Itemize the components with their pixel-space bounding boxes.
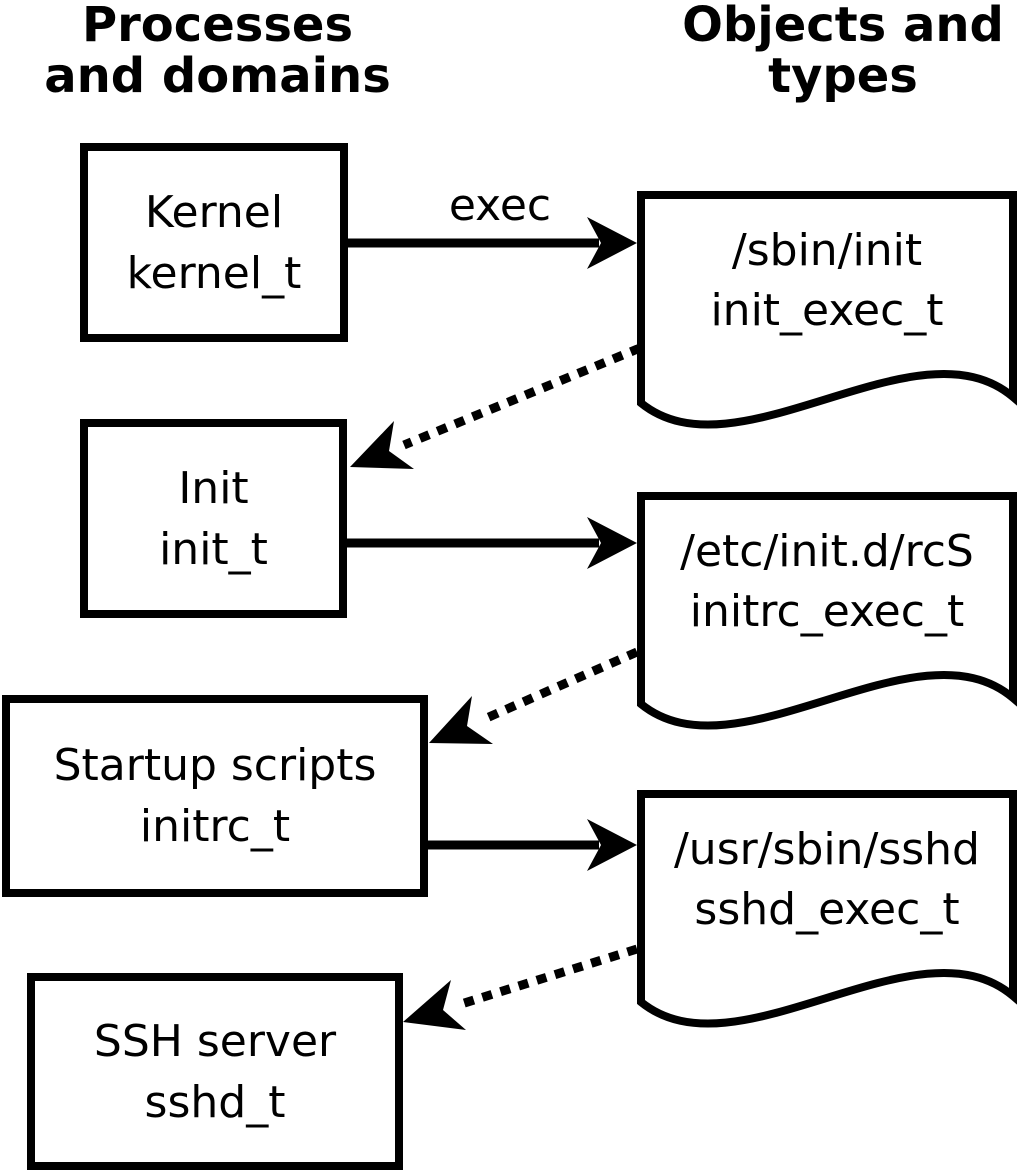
process-box-init-name: Init xyxy=(178,462,249,514)
transition-arrow-to-init-line xyxy=(402,343,642,450)
process-box-startup-scripts-type: initrc_t xyxy=(139,801,291,852)
transition-arrow-to-initrc-line xyxy=(480,647,639,725)
process-box-kernel-type: kernel_t xyxy=(126,247,302,299)
column-header-processes-and-domains: Processes and domains xyxy=(0,0,435,102)
column-header-objects-line1: Objects and xyxy=(682,0,1004,53)
exec-arrow-kernel-to-init-head xyxy=(587,217,637,269)
process-box-ssh-server: SSH server sshd_t xyxy=(27,973,403,1170)
column-header-objects-and-types: Objects and types xyxy=(643,0,1024,102)
document-shape-sbin-init xyxy=(637,191,1017,429)
process-box-kernel-name: Kernel xyxy=(144,186,284,238)
process-box-init: Init init_t xyxy=(80,419,347,618)
process-box-startup-scripts: Startup scripts initrc_t xyxy=(2,695,428,897)
process-box-kernel: Kernel kernel_t xyxy=(80,143,348,342)
column-header-processes-line2: and domains xyxy=(44,48,391,104)
transition-arrow-to-sshd-head xyxy=(403,980,466,1030)
transition-arrow-to-initrc-head xyxy=(429,696,493,744)
process-box-ssh-server-name: SSH server xyxy=(93,1015,337,1067)
process-box-ssh-server-type: sshd_t xyxy=(144,1076,286,1128)
process-box-startup-scripts-name: Startup scripts xyxy=(53,740,377,791)
document-shape-etc-initd-rcs xyxy=(637,492,1017,730)
transition-arrow-to-init-head xyxy=(350,421,414,469)
column-header-processes-line1: Processes xyxy=(81,0,354,53)
exec-arrow-initrc-to-sshd-head xyxy=(587,819,637,871)
column-header-objects-line2: types xyxy=(768,48,918,104)
exec-edge-label: exec xyxy=(448,180,552,231)
process-box-init-type: init_t xyxy=(159,523,268,575)
transition-arrow-to-sshd-line xyxy=(456,944,639,1010)
exec-arrow-init-to-rcs-head xyxy=(587,517,637,569)
document-shape-usr-sbin-sshd xyxy=(637,790,1017,1028)
